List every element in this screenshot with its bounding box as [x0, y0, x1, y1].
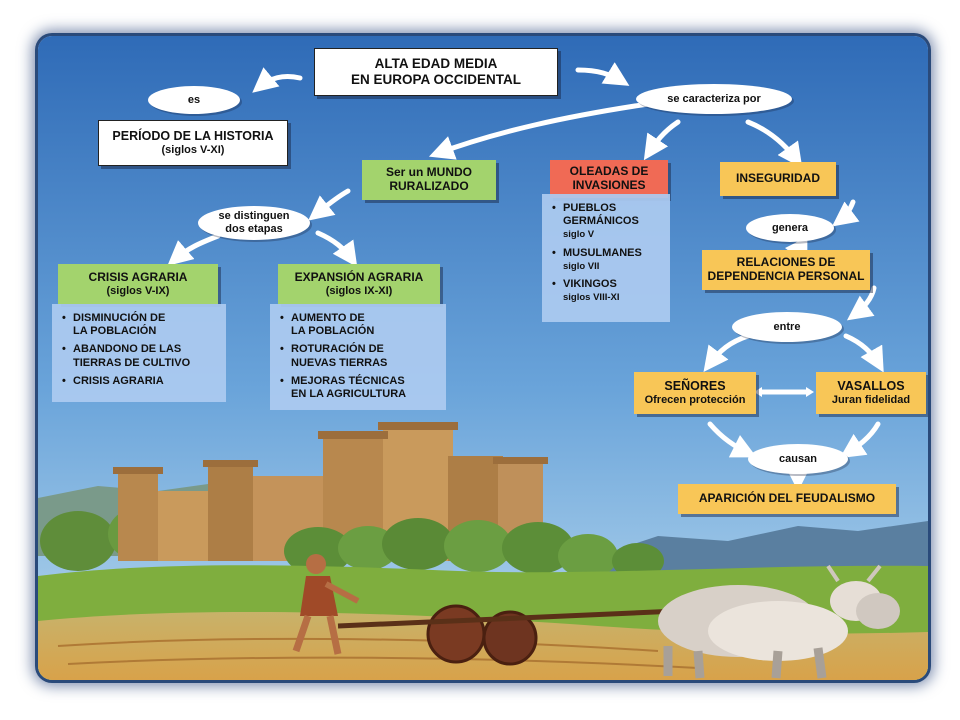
list-item: VIKINGOS siglos VIII-XI: [552, 278, 664, 304]
connector-distinguen: se distinguen dos etapas: [198, 206, 310, 240]
expansion-box: EXPANSIÓN AGRARIA (siglos IX-XI): [278, 264, 440, 304]
periodo-line2: (siglos V-XI): [161, 143, 225, 156]
connector-genera: genera: [746, 214, 834, 242]
vasallos-line1: VASALLOS: [837, 379, 905, 394]
field-furrows: [57, 637, 699, 669]
invasiones-panel: PUEBLOS GERMÁNICOS siglo V MUSULMANES si…: [542, 194, 670, 322]
item-text: CRISIS AGRARIA: [73, 374, 164, 387]
mundo-ruralizado-line1: Ser un MUNDO: [385, 165, 472, 180]
background-scene: [38, 36, 928, 680]
item-text: MEJORAS TÉCNICAS: [291, 374, 405, 387]
item-text: ABANDONO DE LAS: [73, 343, 182, 356]
feudalismo-box: APARICIÓN DEL FEUDALISMO: [678, 484, 896, 514]
title-line2: EN EUROPA OCCIDENTAL: [350, 72, 521, 87]
connector-es: es: [148, 86, 240, 114]
relaciones-box: RELACIONES DE DEPENDENCIA PERSONAL: [702, 250, 870, 290]
connector-entre: entre: [732, 312, 842, 342]
oxen: [658, 564, 900, 679]
item-century: siglo VII: [563, 260, 600, 272]
connector-causan: causan: [748, 444, 848, 474]
expansion-panel: AUMENTO DE LA POBLACIÓN ROTURACIÓN DE NU…: [270, 304, 446, 410]
list-item: MUSULMANES siglo VII: [552, 247, 664, 273]
expansion-line1: EXPANSIÓN AGRARIA: [294, 269, 424, 284]
mundo-ruralizado-line2: RURALIZADO: [389, 179, 469, 193]
diagram-arrows: [167, 62, 884, 492]
crisis-panel: DISMINUCIÓN DE LA POBLACIÓN ABANDONO DE …: [52, 304, 226, 402]
connector-entre-label: entre: [773, 320, 801, 333]
list-item: DISMINUCIÓN DE LA POBLACIÓN: [62, 312, 220, 338]
senores-box: SEÑORES Ofrecen protección: [634, 372, 756, 414]
crisis-box: CRISIS AGRARIA (siglos V-IX): [58, 264, 218, 304]
oleadas-line2: INVASIONES: [572, 178, 646, 192]
senores-line1: SEÑORES: [664, 379, 726, 394]
illustration-frame: ALTA EDAD MEDIA EN EUROPA OCCIDENTAL es …: [38, 36, 928, 680]
relaciones-line2: DEPENDENCIA PERSONAL: [707, 269, 865, 283]
inseguridad-label: INSEGURIDAD: [735, 171, 820, 186]
farmer: [292, 554, 360, 655]
list-item: ABANDONO DE LAS TIERRAS DE CULTIVO: [62, 343, 220, 369]
crisis-list: DISMINUCIÓN DE LA POBLACIÓN ABANDONO DE …: [62, 312, 220, 388]
vasallos-line2: Juran fidelidad: [831, 393, 911, 406]
crisis-line1: CRISIS AGRARIA: [88, 269, 188, 284]
connector-distinguen-line1: se distinguen: [218, 210, 290, 223]
connector-caracteriza: se caracteriza por: [636, 84, 792, 114]
plough-beam: [337, 608, 679, 629]
list-item: ROTURACIÓN DE NUEVAS TIERRAS: [280, 343, 440, 369]
relaciones-line1: RELACIONES DE: [736, 255, 836, 270]
item-text: TIERRAS DE CULTIVO: [73, 356, 191, 369]
invasiones-list: PUEBLOS GERMÁNICOS siglo V MUSULMANES si…: [552, 202, 664, 304]
title-line1: ALTA EDAD MEDIA: [374, 56, 498, 72]
list-item: PUEBLOS GERMÁNICOS siglo V: [552, 202, 664, 242]
item-text: ROTURACIÓN DE: [291, 343, 384, 356]
title-box: ALTA EDAD MEDIA EN EUROPA OCCIDENTAL: [314, 48, 558, 96]
list-item: CRISIS AGRARIA: [62, 375, 220, 388]
feudalismo-label: APARICIÓN DEL FEUDALISMO: [698, 491, 876, 506]
item-text: PUEBLOS: [563, 202, 617, 214]
list-item: MEJORAS TÉCNICAS EN LA AGRICULTURA: [280, 375, 440, 401]
inseguridad-box: INSEGURIDAD: [720, 162, 836, 196]
connector-caracteriza-label: se caracteriza por: [667, 92, 761, 105]
item-text: GERMÁNICOS: [563, 215, 639, 228]
oleadas-box: OLEADAS DE INVASIONES: [550, 160, 668, 198]
vasallos-box: VASALLOS Juran fidelidad: [816, 372, 926, 414]
item-text: VIKINGOS: [563, 277, 617, 290]
item-text: DISMINUCIÓN DE: [73, 312, 166, 324]
plough-wheel: [482, 610, 538, 666]
item-text: LA POBLACIÓN: [73, 325, 157, 338]
periodo-line1: PERÍODO DE LA HISTORIA: [112, 129, 274, 144]
periodo-box: PERÍODO DE LA HISTORIA (siglos V-XI): [98, 120, 288, 166]
item-century: siglos VIII-XI: [563, 292, 620, 304]
item-text: EN LA AGRICULTURA: [291, 387, 407, 400]
item-century: siglo V: [563, 229, 595, 241]
connector-es-label: es: [187, 93, 201, 106]
list-item: AUMENTO DE LA POBLACIÓN: [280, 312, 440, 338]
tree-line: [284, 518, 664, 579]
item-text: MUSULMANES: [563, 246, 642, 259]
tree: [40, 511, 116, 571]
item-text: NUEVAS TIERRAS: [291, 356, 388, 369]
connector-causan-label: causan: [779, 452, 817, 465]
item-text: AUMENTO DE: [291, 312, 365, 324]
crisis-line2: (siglos V-IX): [106, 284, 170, 297]
plough-wheel: [426, 604, 486, 664]
item-text: LA POBLACIÓN: [291, 325, 375, 338]
connector-genera-label: genera: [771, 221, 809, 234]
oleadas-line1: OLEADAS DE: [569, 164, 649, 179]
expansion-list: AUMENTO DE LA POBLACIÓN ROTURACIÓN DE NU…: [280, 312, 440, 401]
plowed-field: [38, 611, 928, 680]
connector-distinguen-line2: dos etapas: [225, 223, 283, 235]
mundo-ruralizado-box: Ser un MUNDO RURALIZADO: [362, 160, 496, 200]
senores-line2: Ofrecen protección: [644, 393, 746, 406]
expansion-line2: (siglos IX-XI): [325, 284, 393, 297]
